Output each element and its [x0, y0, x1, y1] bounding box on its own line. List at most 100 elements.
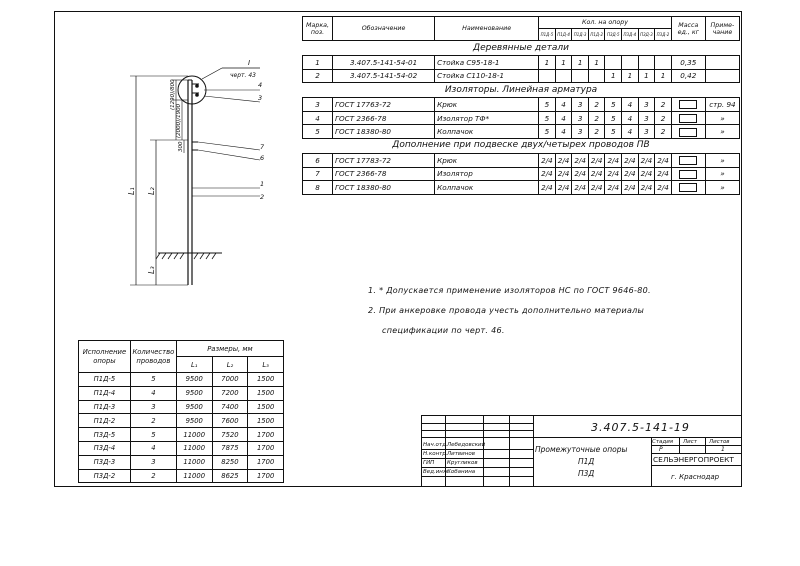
- table-row: 4 ГОСТ 2366-78 Изолятор ТФ* 5 4 3 2 5 4 …: [301, 110, 741, 126]
- cell-pos: 4: [301, 110, 334, 126]
- cell-qty: 2/4: [637, 152, 656, 168]
- cell-note: [704, 68, 741, 84]
- header-note: Приме- чание: [704, 16, 741, 41]
- cell-qty: 2/4: [538, 152, 556, 168]
- cell-pos: 8: [301, 180, 334, 195]
- section-title: Деревянные детали: [302, 40, 740, 56]
- cell-qty: 3: [571, 124, 589, 139]
- cell-l1: 9500: [175, 413, 213, 429]
- cell-qty: 2: [587, 97, 606, 112]
- cell-wires: 3: [129, 399, 177, 415]
- note-2-continued: спецификации по черт. 46.: [382, 326, 505, 335]
- signature-role: Н.контр.: [423, 451, 448, 457]
- header-support: Исполнение опоры: [78, 340, 131, 373]
- signature-name: Кругликов: [447, 460, 478, 466]
- specification-table: Марка, поз. Обозначение Наименование Кол…: [301, 16, 741, 195]
- cell-l1: 9500: [175, 399, 213, 415]
- cell-l1: 9500: [175, 372, 213, 387]
- cell-qty: 1: [538, 55, 556, 70]
- cell-qty: 3: [571, 97, 589, 112]
- sheets-label: Листов: [709, 439, 730, 445]
- cell-qty: 4: [554, 97, 573, 112]
- title-line-1: Промежуточные опоры: [535, 445, 628, 454]
- signature-name: Кобанина: [447, 469, 476, 475]
- cell-qty: 2/4: [654, 152, 672, 168]
- dim-b-label: (2000)/1900: [176, 103, 182, 138]
- cell-qty: 3: [637, 97, 656, 112]
- cell-qty: 1: [654, 68, 672, 84]
- sizes-table: Исполнение опоры Количество проводов Раз…: [78, 340, 285, 484]
- cell-designation: ГОСТ 17763-72: [332, 97, 436, 112]
- cell-qty: 2/4: [604, 166, 623, 182]
- cell-qty: 2: [654, 110, 672, 126]
- section-title: Дополнение при подвеске двух/четырех про…: [302, 137, 740, 154]
- signature-name: Литвинов: [447, 451, 475, 457]
- cell-qty: 2/4: [554, 166, 573, 182]
- cell-support: П3Д-4: [78, 440, 131, 456]
- qty-col-header: П3Д-5: [604, 28, 623, 41]
- cell-pos: 1: [301, 55, 334, 70]
- table-row: 1 3.407.5-141-54-01 Стойка С95-18-1 1 1 …: [301, 55, 741, 70]
- callout-node-label: I: [248, 60, 250, 67]
- cell-note: стр. 94: [704, 97, 741, 112]
- drawing-sheet-frame: [54, 11, 742, 487]
- cell-qty: 2/4: [538, 180, 556, 195]
- cell-qty: 5: [604, 124, 623, 139]
- cell-qty: 2/4: [587, 180, 606, 195]
- title-line-3: П3Д: [578, 469, 595, 478]
- leader-4: 4: [258, 81, 262, 89]
- cell-l2: 8625: [211, 468, 249, 484]
- cell-qty: 2/4: [571, 180, 589, 195]
- cell-support: П3Д-5: [78, 427, 131, 442]
- cell-qty: 2/4: [587, 166, 606, 182]
- cell-pos: 6: [301, 152, 334, 168]
- dim-l2-label: L₂: [147, 187, 156, 195]
- qty-col-header: П1Д-2: [587, 28, 606, 41]
- cell-qty: 2/4: [621, 166, 639, 182]
- cell-qty: 1: [554, 55, 573, 70]
- callout-ref-label: черт. 43: [230, 72, 256, 79]
- cell-qty: 2/4: [538, 166, 556, 182]
- cell-l1: 11000: [175, 440, 213, 456]
- cell-qty: [604, 55, 623, 70]
- cell-qty: 2/4: [587, 152, 606, 168]
- cell-qty: 4: [621, 97, 639, 112]
- qty-col-header: П3Д-2: [654, 28, 672, 41]
- cell-mass-box: [670, 110, 706, 126]
- cell-name: Колпачок: [434, 180, 540, 195]
- section-title: Изоляторы. Линейная арматура: [302, 82, 740, 99]
- cell-mass: 0,42: [670, 68, 706, 84]
- table-row: 8 ГОСТ 18380-80 Колпачок 2/4 2/4 2/4 2/4…: [301, 180, 741, 195]
- cell-l2: 7600: [211, 413, 249, 429]
- cell-support: П1Д-4: [78, 385, 131, 401]
- cell-qty: [538, 68, 556, 84]
- cell-name: Стойка С110-18-1: [434, 68, 540, 84]
- signature-name: Лебедовский: [447, 442, 486, 448]
- cell-note: [704, 55, 741, 70]
- table-row: 7 ГОСТ 2366-78 Изолятор 2/4 2/4 2/4 2/4 …: [301, 166, 741, 182]
- stage-label: Стадия: [652, 439, 674, 445]
- cell-qty: 4: [554, 110, 573, 126]
- cell-qty: 2/4: [654, 180, 672, 195]
- cell-l2: 7520: [211, 427, 249, 442]
- cell-mass-box: [670, 180, 706, 195]
- header-l3: L₃: [247, 356, 284, 373]
- signature-role: Нач.отд.: [423, 442, 448, 448]
- table-row: 6 ГОСТ 17783-72 Крюк 2/4 2/4 2/4 2/4 2/4…: [301, 152, 741, 168]
- cell-pos: 5: [301, 124, 334, 139]
- cell-l2: 8250: [211, 454, 249, 470]
- cell-wires: 2: [129, 413, 177, 429]
- cell-l3: 1500: [247, 372, 284, 387]
- cell-qty: [554, 68, 573, 84]
- qty-col-header: П3Д-4: [621, 28, 639, 41]
- dim-c-label: 300: [178, 141, 184, 152]
- organization-name: СЕЛЬЭНЕРГОПРОЕКТ: [653, 455, 734, 464]
- cell-qty: 4: [554, 124, 573, 139]
- cell-note: »: [704, 180, 741, 195]
- leader-1: 1: [260, 180, 264, 188]
- qty-col-header: П1Д-5: [538, 28, 556, 41]
